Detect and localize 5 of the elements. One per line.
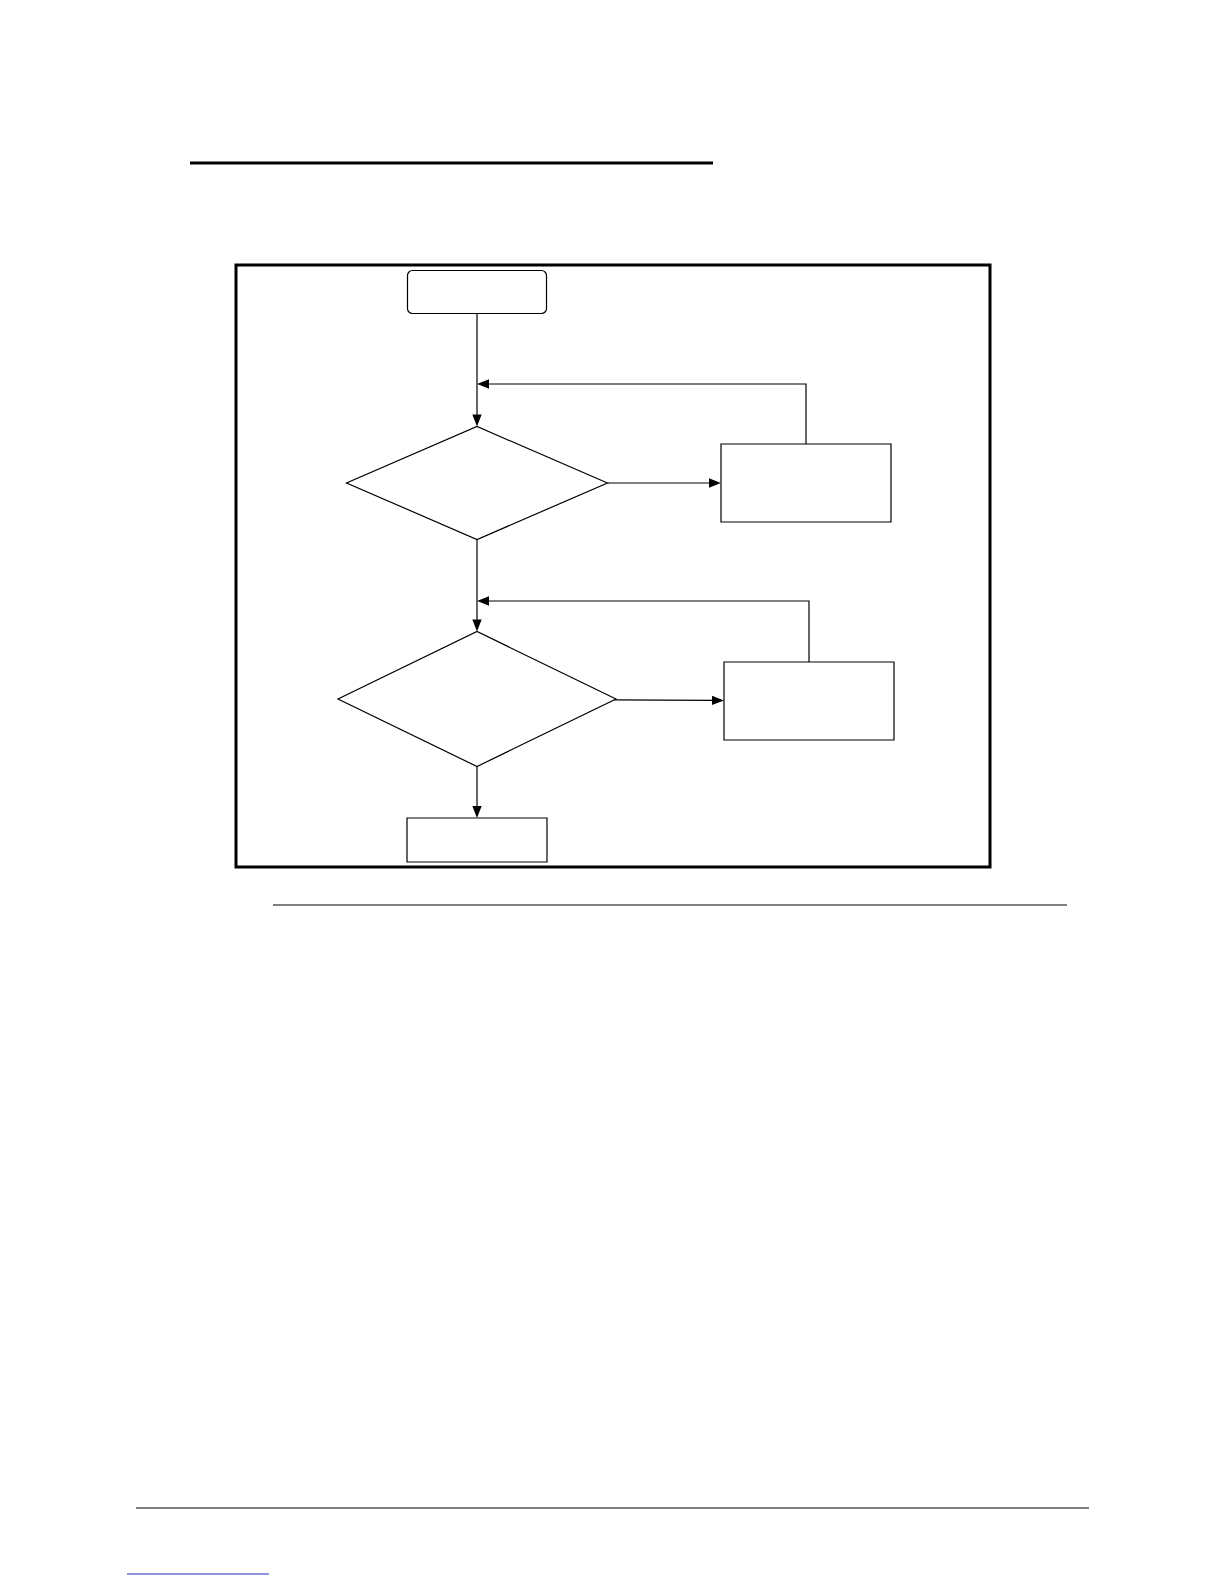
terminal-box <box>406 269 548 315</box>
decision-diamond <box>345 425 609 541</box>
process-box <box>723 661 895 741</box>
process-box <box>406 817 548 863</box>
process-box <box>720 443 892 523</box>
